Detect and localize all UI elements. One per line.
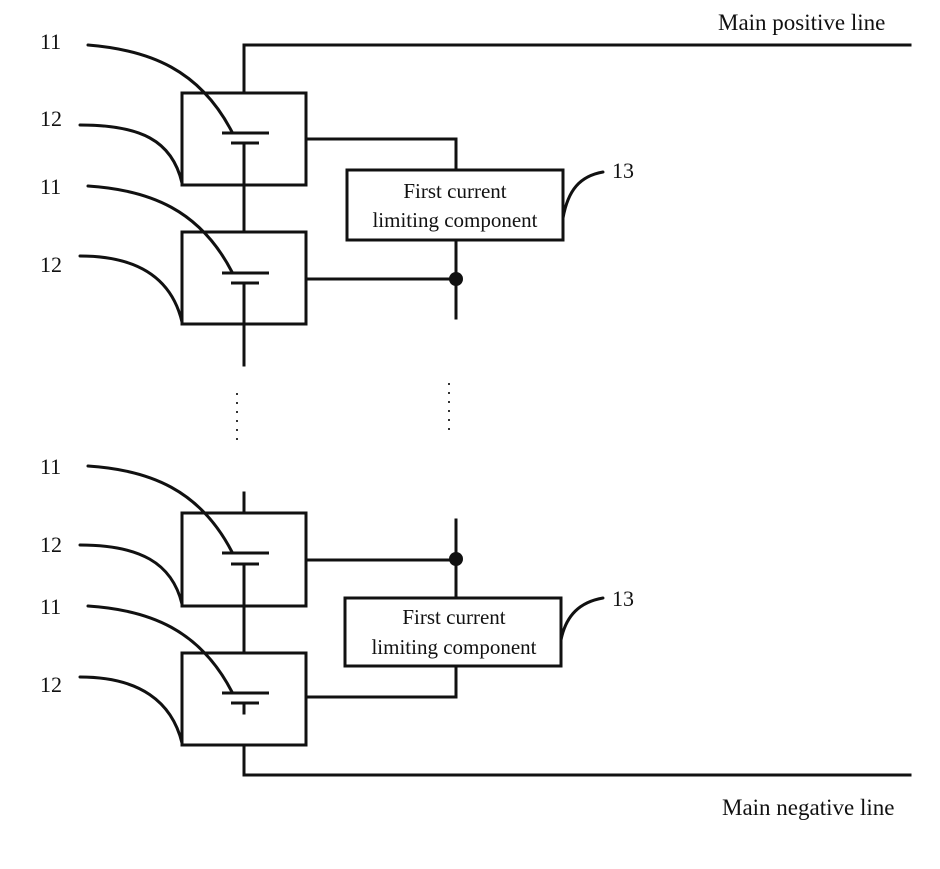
junction-dot-2 <box>449 552 463 566</box>
ref-12-b: 12 <box>40 252 62 277</box>
ref-11-a: 11 <box>40 29 61 54</box>
component-1-label-line2: limiting component <box>372 208 537 232</box>
current-limiting-component-2: First current limiting component <box>345 598 561 666</box>
main-negative-line <box>244 713 910 775</box>
leader-12-c <box>80 545 182 604</box>
main-negative-line-label: Main negative line <box>722 795 894 820</box>
cell-box-4 <box>182 653 306 745</box>
ref-13-a: 13 <box>612 158 634 183</box>
leader-12-b <box>80 256 182 322</box>
main-positive-line <box>244 45 910 133</box>
ref-12-a: 12 <box>40 106 62 131</box>
ref-13-b: 13 <box>612 586 634 611</box>
ref-12-c: 12 <box>40 532 62 557</box>
ref-11-d: 11 <box>40 594 61 619</box>
main-positive-line-label: Main positive line <box>718 10 885 35</box>
ref-11-c: 11 <box>40 454 61 479</box>
current-limiting-component-1: First current limiting component <box>347 170 563 240</box>
leader-13-b <box>561 598 603 640</box>
component-1-label-line1: First current <box>403 179 506 203</box>
ref-12-d: 12 <box>40 672 62 697</box>
leader-13-a <box>563 172 603 218</box>
component-2-label-line2: limiting component <box>371 635 536 659</box>
leader-12-d <box>80 677 182 743</box>
component-2-label-line1: First current <box>402 605 505 629</box>
ref-11-b: 11 <box>40 174 61 199</box>
leader-12-a <box>80 125 182 183</box>
junction-dot-1 <box>449 272 463 286</box>
